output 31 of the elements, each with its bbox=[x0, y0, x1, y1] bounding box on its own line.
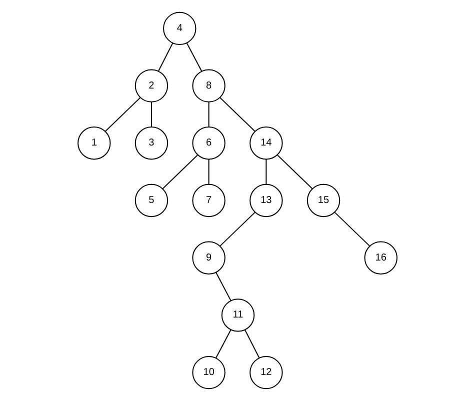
connector bbox=[219, 97, 255, 132]
node-circle: 11 bbox=[220, 298, 254, 332]
connector bbox=[186, 42, 202, 72]
node-circle: 2 bbox=[134, 69, 168, 102]
node-circle: 12 bbox=[249, 356, 282, 390]
node-circle: 15 bbox=[306, 184, 340, 218]
node-circle: 4 bbox=[162, 12, 196, 46]
connector bbox=[215, 272, 231, 301]
connector bbox=[276, 154, 312, 189]
node-circle: 13 bbox=[249, 184, 282, 218]
node-circle: 16 bbox=[364, 241, 397, 274]
connector bbox=[334, 212, 370, 246]
node-circle: 9 bbox=[192, 241, 225, 274]
connector bbox=[208, 159, 209, 184]
connector bbox=[158, 42, 173, 72]
connector bbox=[208, 102, 209, 128]
connector bbox=[162, 154, 198, 189]
node-circle: 8 bbox=[192, 69, 225, 102]
connector bbox=[265, 159, 266, 184]
node-circle: 1 bbox=[77, 126, 110, 160]
node-circle: 7 bbox=[192, 184, 225, 218]
connector bbox=[219, 212, 255, 246]
node-circle: 5 bbox=[134, 184, 168, 218]
connector bbox=[104, 97, 140, 132]
connector bbox=[244, 330, 260, 358]
connector bbox=[215, 330, 231, 358]
node-circle: 14 bbox=[249, 126, 282, 160]
node-circle: 6 bbox=[192, 126, 225, 160]
node-circle: 3 bbox=[134, 126, 168, 160]
connector bbox=[150, 102, 152, 128]
node-circle: 10 bbox=[192, 356, 225, 390]
